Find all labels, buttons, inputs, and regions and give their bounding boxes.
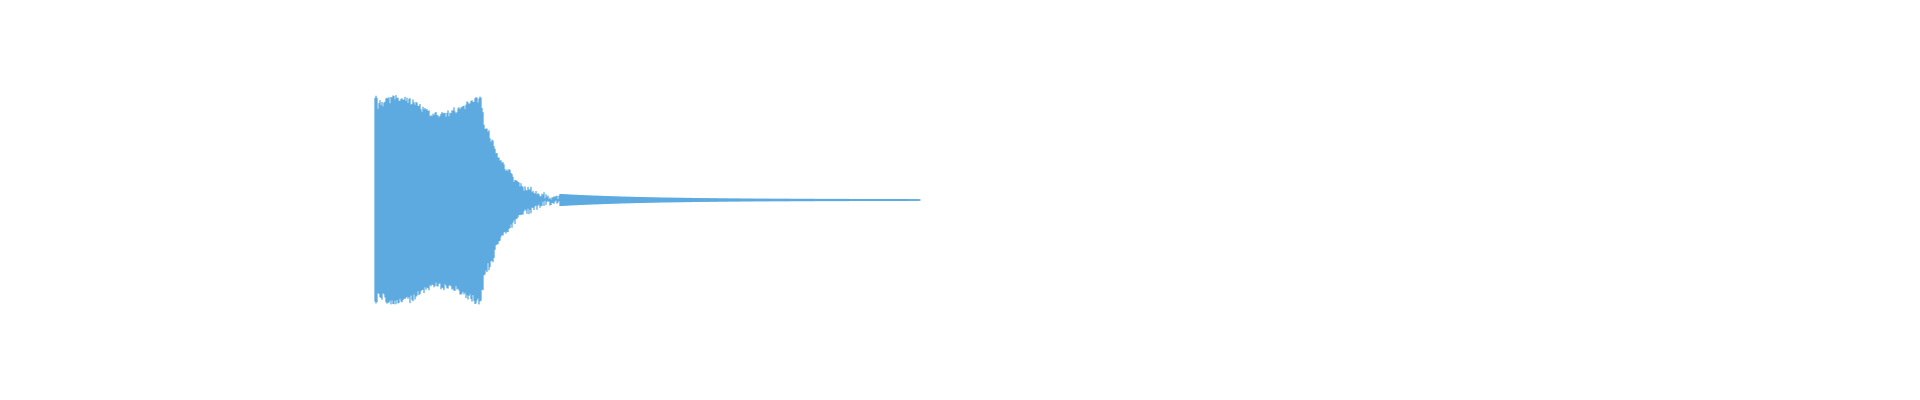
waveform-bars [374, 95, 921, 305]
